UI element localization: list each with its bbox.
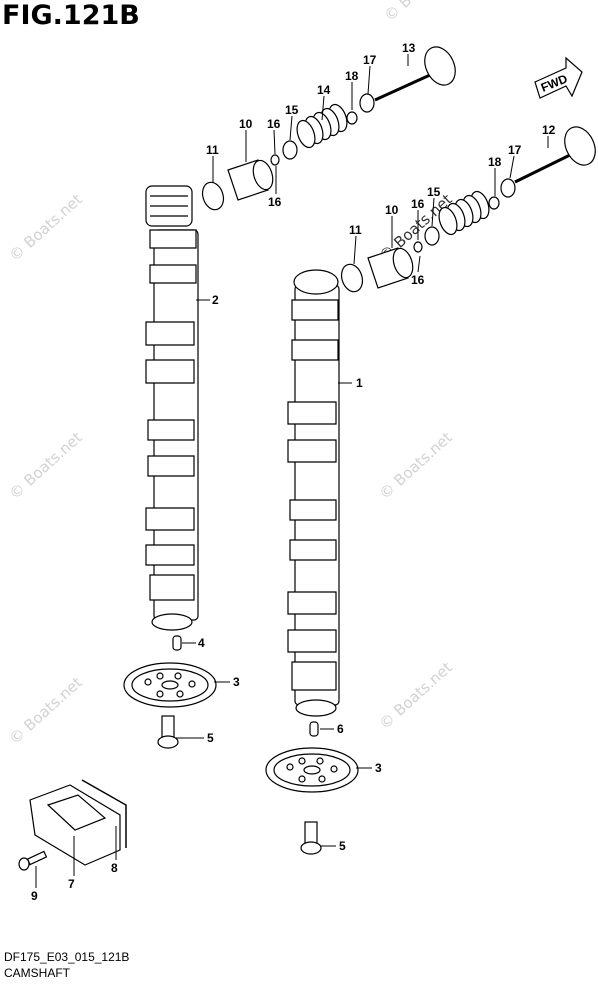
callouts: 13 17 18 14 15 16 10 11 16 12 17 18 15 1… — [31, 41, 556, 903]
watermarks: © Boats.net © Boats.net © Boats.net © Bo… — [6, 0, 461, 748]
fwd-arrow-icon: FWD — [534, 56, 583, 99]
callout-18: 18 — [345, 69, 359, 83]
valve-spring-icon — [296, 103, 348, 149]
callout-3: 3 — [233, 675, 240, 689]
watermark-text: © Boats.net — [376, 428, 456, 503]
callout-13: 13 — [402, 41, 416, 55]
callout-11: 11 — [206, 143, 219, 157]
watermark-text: © Boats.net — [376, 658, 456, 733]
valve-assembly-lower — [340, 126, 596, 293]
callout-18: 18 — [488, 155, 502, 169]
cover-assembly — [18, 779, 127, 871]
callout-15: 15 — [285, 103, 299, 117]
camshaft-right — [287, 269, 340, 717]
callout-16: 16 — [268, 195, 282, 209]
callout-5: 5 — [207, 731, 214, 745]
watermark-text: © Boats.net — [6, 428, 86, 503]
callout-12: 12 — [542, 123, 556, 137]
callout-16: 16 — [411, 273, 425, 287]
watermark-text: © Boats.net — [6, 190, 86, 265]
camshaft-left — [145, 185, 199, 631]
callout-15: 15 — [427, 185, 441, 199]
callout-11: 11 — [349, 223, 362, 237]
watermark-text: © Boats.net — [381, 0, 461, 25]
callout-17: 17 — [508, 143, 522, 157]
callout-16: 16 — [411, 197, 425, 211]
bolts — [157, 715, 322, 855]
callout-8: 8 — [111, 861, 118, 875]
callout-6: 6 — [337, 722, 344, 736]
callout-10: 10 — [385, 203, 399, 217]
callout-17: 17 — [363, 53, 377, 67]
callout-4: 4 — [198, 636, 205, 650]
figure-code: DF175_E03_015_121B — [4, 950, 130, 964]
leader-lines — [35, 54, 549, 888]
figure-title: FIG.121B — [2, 0, 140, 31]
callout-9: 9 — [31, 889, 38, 903]
figure-caption: CAMSHAFT — [4, 966, 70, 980]
callout-1: 1 — [356, 376, 363, 390]
callout-14: 14 — [317, 83, 331, 97]
watermark-text: © Boats.net — [6, 673, 86, 748]
callout-10: 10 — [239, 117, 253, 131]
cam-gear-upper — [123, 662, 217, 708]
cam-gear-lower — [265, 747, 359, 793]
callout-7: 7 — [68, 877, 75, 891]
callout-2: 2 — [212, 293, 219, 307]
callout-5: 5 — [339, 839, 346, 853]
callout-16: 16 — [267, 117, 281, 131]
valve-spring-icon — [438, 190, 490, 236]
callout-3: 3 — [375, 761, 382, 775]
dowel-pins — [172, 635, 319, 737]
valve-assembly-upper — [201, 46, 456, 211]
